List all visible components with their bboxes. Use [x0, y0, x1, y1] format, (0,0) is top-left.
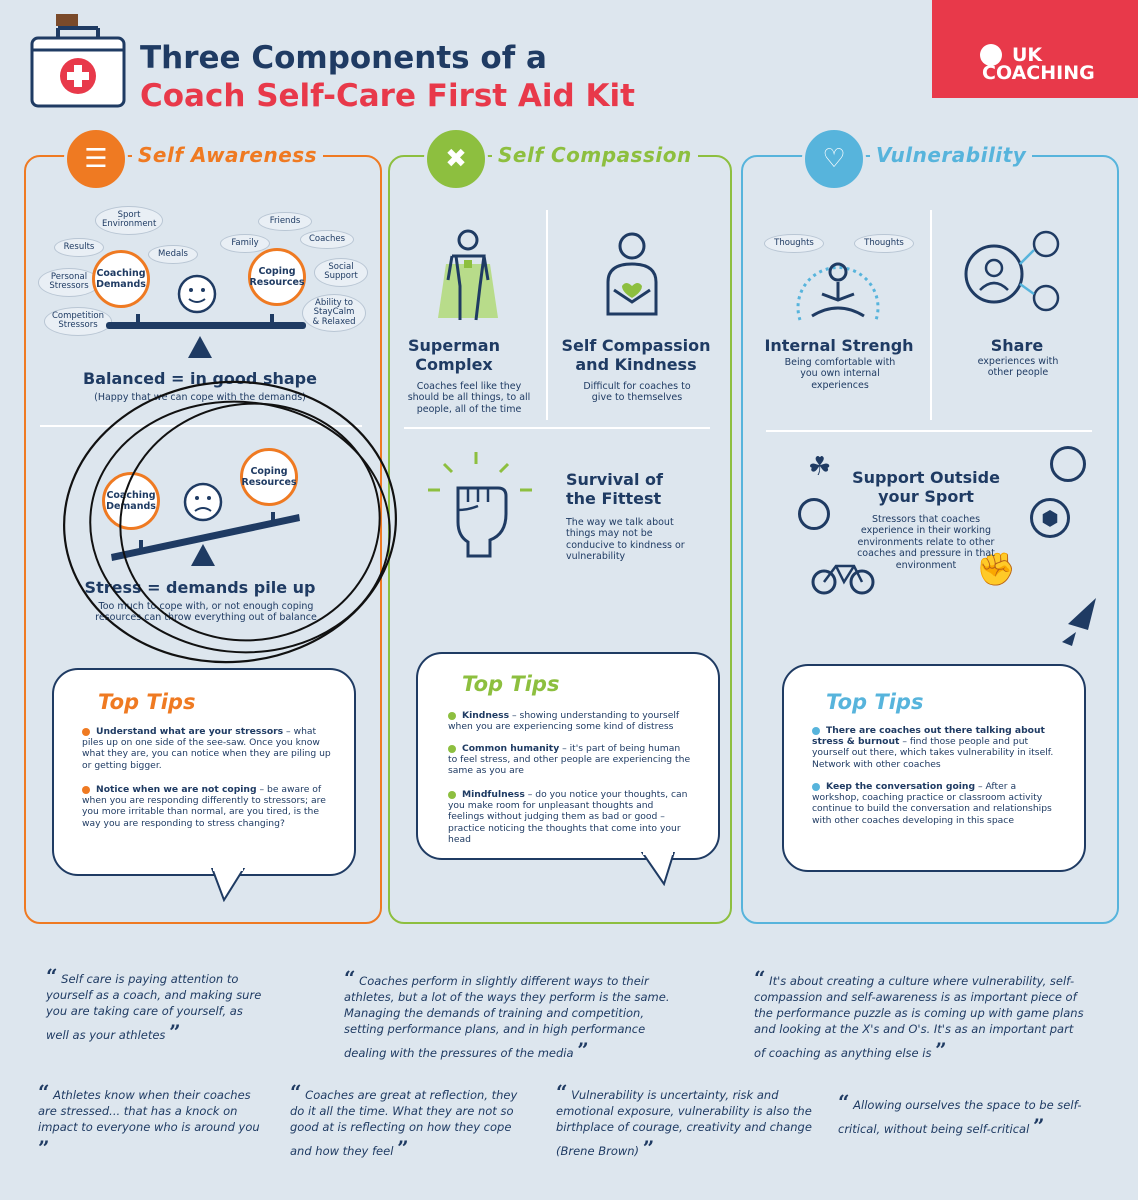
- page-title-line2: Coach Self-Care First Aid Kit: [140, 78, 635, 114]
- quote-4: “ Athletes know when their coaches are s…: [38, 1080, 260, 1160]
- self-awareness-tips-box: [52, 668, 356, 876]
- divider: [404, 427, 710, 429]
- self-compassion-tip-1: Kindness – showing understanding to your…: [448, 710, 680, 733]
- self-awareness-tips-title: Top Tips: [98, 690, 196, 714]
- football-icon: ⬢: [1030, 498, 1070, 538]
- decorative-triangles: [1062, 598, 1096, 646]
- golf-ball-icon: [798, 498, 830, 530]
- quote-7: “ Allowing ourselves the space to be sel…: [838, 1090, 1082, 1138]
- coping-resources-ring: Coping Resources: [248, 248, 306, 306]
- thoughts-bubble-left: Thoughts: [764, 234, 824, 254]
- coping-resources-ring-stress: Coping Resources: [240, 448, 298, 506]
- kindness-title: Self Compassion and Kindness: [561, 336, 711, 374]
- self-compassion-tips-box: [416, 652, 720, 860]
- self-compassion-title: Self Compassion: [492, 143, 698, 167]
- meditation-icon: [796, 262, 880, 321]
- survival-title: Survival of the Fittest: [566, 470, 663, 508]
- self-awareness-tip-2: Notice when we are not coping – be aware…: [82, 784, 326, 829]
- quote-5: “ Coaches are great at reflection, they …: [290, 1080, 518, 1160]
- kindness-text: Difficult for coaches to give to themsel…: [583, 381, 691, 404]
- superman-title: Superman Complex: [408, 336, 500, 374]
- vulnerability-title: Vulnerability: [870, 143, 1033, 167]
- bubble-social-support: Social Support: [314, 258, 368, 287]
- bandage-icon: ✖: [424, 127, 488, 191]
- balanced-seesaw-icon: [106, 274, 306, 358]
- vulnerability-tips-title: Top Tips: [826, 690, 924, 714]
- quote-3: “ It's about creating a culture where vu…: [754, 966, 1084, 1062]
- superman-text: Coaches feel like they should be all thi…: [407, 381, 531, 415]
- bubble-competition-stressors: Competition Stressors: [44, 307, 112, 336]
- coaching-demands-ring: Coaching Demands: [92, 250, 150, 308]
- divider-vertical: [546, 210, 548, 420]
- stress-subtitle: Too much to cope with, or not enough cop…: [95, 601, 317, 624]
- speech-tail-icon: [640, 852, 676, 886]
- internal-strength-text: Being comfortable with you own internal …: [784, 357, 896, 391]
- shuttlecock-icon: ☘: [808, 452, 832, 482]
- share-network-icon: [964, 230, 1060, 312]
- bubble-personal-stressors: Personal Stressors: [38, 268, 100, 297]
- bubble-coaches: Coaches: [300, 230, 354, 250]
- vulnerability-tip-2: Keep the conversation going – After a wo…: [812, 781, 1052, 826]
- superman-icon: [438, 229, 498, 321]
- bubble-medals: Medals: [148, 245, 198, 265]
- bubble-family: Family: [220, 234, 270, 254]
- first-aid-kit-icon: [30, 14, 126, 108]
- logo-text-coaching: COACHING: [982, 62, 1095, 84]
- divider: [40, 425, 362, 427]
- self-compassion-tips-title: Top Tips: [462, 672, 560, 696]
- quote-2: “ Coaches perform in slightly different …: [344, 966, 670, 1062]
- self-compassion-tip-3: Mindfulness – do you notice your thought…: [448, 789, 688, 845]
- speech-tail-icon: [210, 868, 246, 902]
- quote-6: “ Vulnerability is uncertainty, risk and…: [556, 1080, 812, 1160]
- quote-1: “ Self care is paying attention to yours…: [46, 964, 262, 1044]
- divider: [766, 430, 1092, 432]
- self-awareness-tip-1: Understand what are your stressors – wha…: [82, 726, 331, 771]
- vulnerability-tips-box: [782, 664, 1086, 872]
- fist-icon: [428, 452, 532, 558]
- thoughts-bubble-right: Thoughts: [854, 234, 914, 254]
- divider-vertical: [930, 210, 932, 420]
- logo-text-uk: UK: [1012, 44, 1043, 66]
- uk-coaching-logo: UK COACHING: [932, 0, 1138, 98]
- self-awareness-title: Self Awareness: [132, 143, 324, 167]
- self-hug-icon: [606, 232, 658, 316]
- page-title-line1: Three Components of a: [140, 40, 547, 76]
- stress-seesaw-icon: [111, 482, 300, 566]
- support-outside-title: Support Outside your Sport: [852, 468, 1000, 506]
- logo-icon: [980, 44, 1002, 66]
- internal-strength-title: Internal Strengh: [764, 336, 914, 355]
- bubble-sport-environment: Sport Environment: [95, 206, 163, 235]
- clipboard-icon: ☰: [64, 127, 128, 191]
- table-tennis-icon: [1050, 446, 1086, 482]
- share-text: experiences with other people: [977, 356, 1059, 379]
- hand-drawn-circle-annotation: [63, 380, 397, 664]
- bubble-results: Results: [54, 238, 104, 258]
- heart-pulse-icon: ♡: [802, 127, 866, 191]
- coaching-demands-ring-stress: Coaching Demands: [102, 472, 160, 530]
- bicycle-icon: [811, 564, 875, 595]
- self-compassion-tip-2: Common humanity – it's part of being hum…: [448, 743, 691, 777]
- bubble-friends: Friends: [258, 212, 312, 232]
- vulnerability-tip-1: There are coaches out there talking abou…: [812, 725, 1054, 770]
- survival-text: The way we talk about things may not be …: [566, 517, 685, 563]
- balanced-subtitle: (Happy that we can cope with the demands…: [94, 392, 306, 403]
- boxing-gloves-icon: ✊: [976, 550, 1016, 588]
- bubble-ability-to-stay-calm: Ability to StayCalm & Relaxed: [302, 294, 366, 333]
- support-outside-text: Stressors that coaches experience in the…: [857, 514, 995, 571]
- share-title: Share: [990, 336, 1044, 355]
